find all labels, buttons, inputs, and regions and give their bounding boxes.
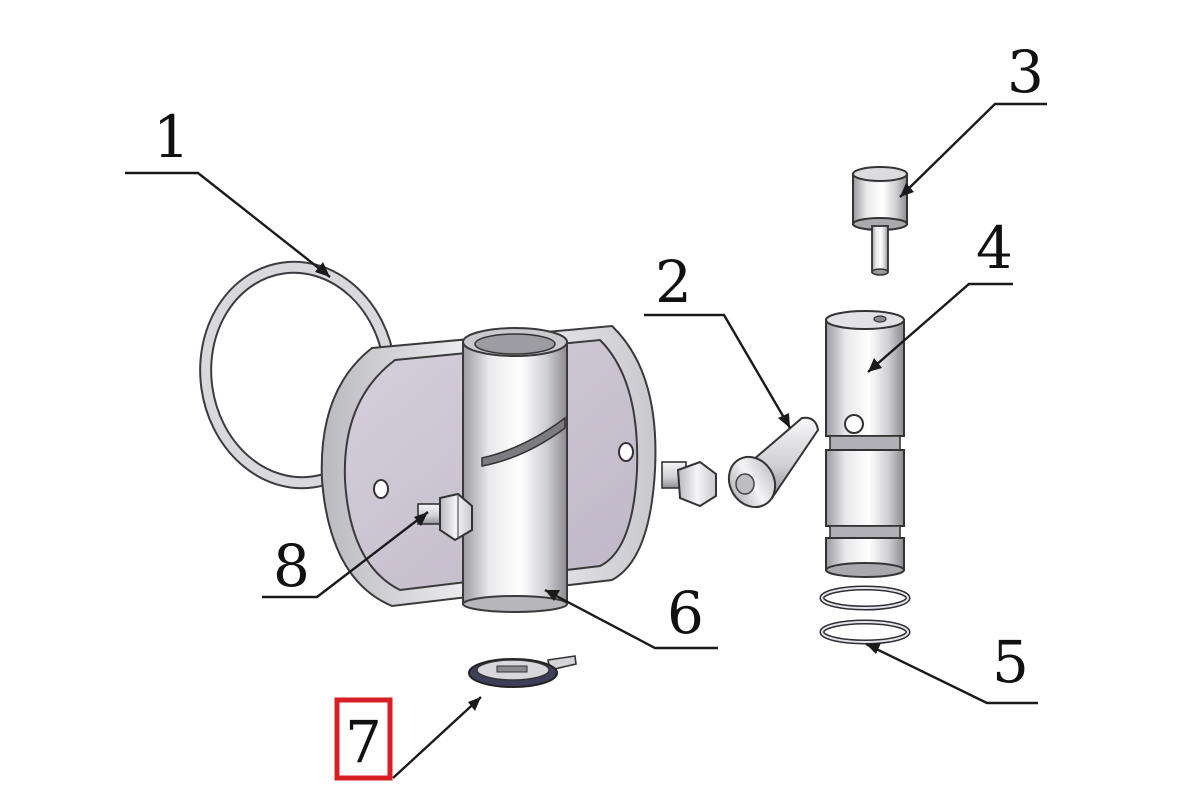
callout-1: 1 xyxy=(153,103,190,171)
callout-8: 8 xyxy=(273,532,310,600)
leader-7 xyxy=(392,696,482,779)
callout-7: 7 xyxy=(345,708,382,776)
housing-plate-icon xyxy=(320,324,657,613)
pin-icon xyxy=(727,416,820,509)
plunger-cap-icon xyxy=(852,166,908,276)
arrowhead-8 xyxy=(414,512,428,526)
leader-lines xyxy=(125,102,1047,779)
leader-2 xyxy=(644,313,792,429)
leader-4 xyxy=(867,282,1013,373)
callout-4: 4 xyxy=(976,214,1013,282)
arrowhead-4 xyxy=(868,358,882,372)
arrowhead-2 xyxy=(778,413,790,428)
arrowhead-1 xyxy=(315,262,330,277)
callout-2: 2 xyxy=(655,248,692,316)
small-hex-bolt-icon xyxy=(661,460,717,508)
hex-bolt-icon xyxy=(417,492,473,542)
arrowhead-5 xyxy=(866,643,881,654)
leader-6 xyxy=(544,588,718,650)
callout-6: 6 xyxy=(667,579,704,647)
callout-labels: 1 2 3 4 5 6 7 8 xyxy=(153,38,1044,776)
callout-3: 3 xyxy=(1007,38,1044,106)
arrowhead-6 xyxy=(545,590,560,601)
leader-8 xyxy=(262,511,429,599)
callout-5: 5 xyxy=(992,628,1029,696)
seal-rings-icon xyxy=(819,585,911,645)
arrowhead-3 xyxy=(900,183,914,197)
leader-5 xyxy=(865,642,1038,705)
retaining-clip-icon xyxy=(468,655,577,688)
leader-3 xyxy=(899,102,1047,198)
spool-body-icon xyxy=(825,310,905,578)
leader-1 xyxy=(125,171,331,278)
arrowhead-7 xyxy=(468,697,481,711)
highlight-box xyxy=(334,697,393,781)
